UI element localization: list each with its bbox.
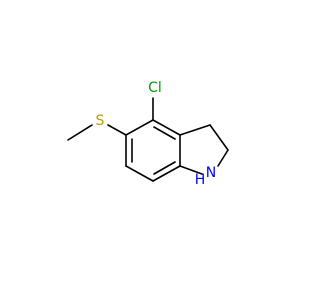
bond-c6-c7 xyxy=(152,165,181,182)
chlorine-label: Cl xyxy=(148,80,162,96)
hydrogen-label: H xyxy=(195,172,206,188)
bond-c2-n xyxy=(217,149,229,167)
atom-labels: Cl S N H xyxy=(96,80,217,188)
nitrogen-label: N xyxy=(206,165,216,181)
bond-c7-c8 xyxy=(125,165,154,182)
bond-s-ch3 xyxy=(67,124,93,141)
bond-c9-c4 xyxy=(125,119,154,136)
bonds xyxy=(67,97,229,182)
bond-c4-c5 xyxy=(152,119,181,136)
bond-c5-c3 xyxy=(179,124,211,136)
double-bond-c4-c5-inner xyxy=(153,126,176,140)
sulfur-label: S xyxy=(96,113,105,129)
bond-c9-s xyxy=(107,124,127,136)
bond-n-c6 xyxy=(179,165,203,175)
double-bond-c6-c7-inner xyxy=(153,161,176,175)
molecule-structure: Cl S N H xyxy=(67,80,229,188)
bond-c3-c2 xyxy=(209,124,229,151)
